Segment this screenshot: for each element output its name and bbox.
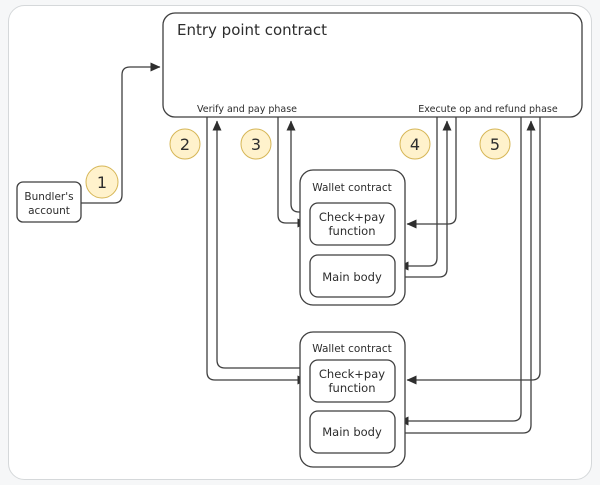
arrow-entry-to-wallet2-mainbody <box>398 117 522 426</box>
step-1-number: 1 <box>97 173 107 192</box>
bundler-rect <box>16 181 82 223</box>
arrow-entry-to-wallet1-checkpay <box>277 117 308 228</box>
wallet1-title: Wallet contract <box>312 182 392 194</box>
wallet1-mainbody-rect <box>309 254 396 298</box>
entry-point-title: Entry point contract <box>177 21 327 39</box>
step-4-number: 4 <box>410 135 420 154</box>
wallet2-checkpay-line1: Check+pay <box>319 367 385 381</box>
bundler-label-line1: Bundler's <box>24 191 73 203</box>
arrow-wallet2-checkpay-return <box>212 120 300 369</box>
wallet2-checkpay-rect <box>309 359 396 403</box>
wallet2-checkpay-line2: function <box>329 381 376 395</box>
bundler-account-box: Bundler's account <box>16 181 82 223</box>
step-3-circle <box>240 128 272 160</box>
arrow-bundler-to-entry <box>81 62 161 204</box>
step-3-number: 3 <box>251 135 261 154</box>
wallet-contract-2: Wallet contract Check+pay function Main … <box>299 331 406 468</box>
wallet1-checkpay-rect <box>309 202 396 246</box>
wallet-contract-1: Wallet contract Check+pay function Main … <box>299 169 406 306</box>
arrow-wallet1-checkpay-return <box>286 120 300 213</box>
step-5-number: 5 <box>490 135 500 154</box>
step-badge-1: 1 <box>85 165 119 199</box>
wallet1-mainbody-label: Main body <box>322 270 382 284</box>
arrow-wallet2-mainbody-return <box>395 120 536 434</box>
flow-arrows <box>81 62 541 434</box>
arrow-wallet1-mainbody-return <box>395 120 452 278</box>
step-badge-2: 2 <box>169 128 201 160</box>
arrow-entry-to-wallet2-checkpay <box>206 117 308 385</box>
arrow-entry-to-wallet1-mainbody <box>398 117 438 271</box>
step-5-circle <box>479 128 511 160</box>
step-badge-5: 5 <box>479 128 511 160</box>
arrow-entry-refund-wallet1-checkpay <box>406 117 457 229</box>
step-badges: 1 2 3 4 5 <box>85 128 511 199</box>
arrow-entry-refund-wallet2-checkpay <box>406 117 541 385</box>
bundler-label-line2: account <box>28 205 70 217</box>
entry-point-rect <box>162 12 583 118</box>
wallet2-mainbody-rect <box>309 410 396 454</box>
step-2-circle <box>169 128 201 160</box>
entry-point-contract-box: Entry point contract Verify and pay phas… <box>162 12 583 118</box>
step-2-number: 2 <box>180 135 190 154</box>
step-1-circle <box>85 165 119 199</box>
verify-phase-label: Verify and pay phase <box>197 104 297 115</box>
wallet1-checkpay-line1: Check+pay <box>319 210 385 224</box>
wallet1-checkpay-line2: function <box>329 224 376 238</box>
execute-phase-label: Execute op and refund phase <box>418 104 558 115</box>
step-badge-4: 4 <box>399 128 431 160</box>
wallet2-mainbody-label: Main body <box>322 425 382 439</box>
wallet2-title: Wallet contract <box>312 343 392 355</box>
step-badge-3: 3 <box>240 128 272 160</box>
step-4-circle <box>399 128 431 160</box>
